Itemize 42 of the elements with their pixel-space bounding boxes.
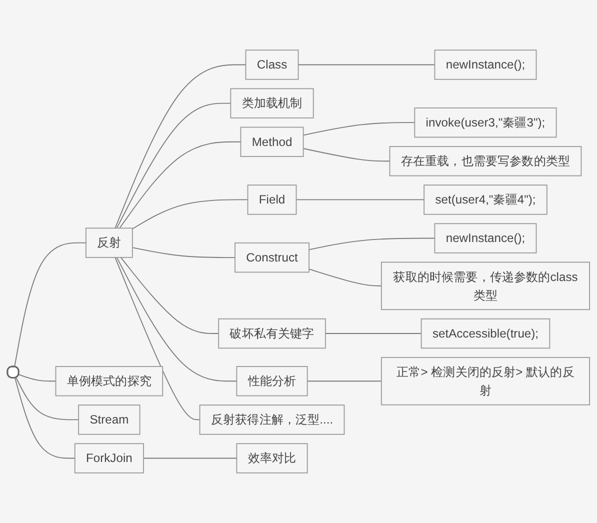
node-box: 存在重载，也需要写参数的类型 [389, 146, 582, 176]
node-box: 反射获得注解，泛型.... [199, 404, 345, 435]
node-box: newInstance(); [434, 50, 537, 80]
node-box: Field [247, 184, 297, 215]
node-box: 正常> 检测关闭的反射> 默认的反射 [380, 356, 590, 406]
node-box: Class [245, 50, 299, 80]
connector [306, 380, 382, 382]
connector [298, 64, 436, 66]
node-box: ForkJoin [74, 443, 144, 474]
connector [132, 247, 236, 258]
connector [143, 458, 238, 459]
node-box: 获取的时候需要，传递参数的class类型 [380, 262, 590, 310]
node-box: Construct [234, 242, 310, 273]
connector [308, 238, 436, 250]
node-box: set(user4,"秦疆4"); [424, 184, 548, 215]
connector [114, 256, 200, 420]
connector [18, 374, 56, 382]
connector [120, 256, 220, 334]
node-box: newInstance(); [434, 223, 537, 254]
node-box: 破坏私有关键字 [218, 318, 326, 349]
connector [14, 242, 86, 368]
node-box: 类加载机制 [230, 88, 314, 118]
node-box: 效率对比 [236, 443, 308, 474]
connector [302, 148, 390, 162]
connector [16, 377, 80, 420]
node-box: Method [240, 126, 304, 157]
connector [132, 199, 248, 230]
connector [324, 333, 422, 334]
connector [119, 141, 242, 229]
node-box: Stream [78, 404, 140, 435]
connector [116, 102, 232, 229]
connector [116, 256, 238, 382]
connector [114, 64, 246, 229]
node-box: 性能分析 [236, 366, 308, 396]
node-box: invoke(user3,"秦疆3"); [414, 107, 557, 138]
connector [302, 122, 416, 136]
connector [308, 268, 382, 286]
node-box: 单例模式的探究 [55, 366, 164, 396]
node-box: 反射 [86, 228, 133, 258]
connector [296, 199, 425, 200]
node-box: setAccessible(true); [420, 318, 550, 349]
connector [14, 378, 76, 459]
